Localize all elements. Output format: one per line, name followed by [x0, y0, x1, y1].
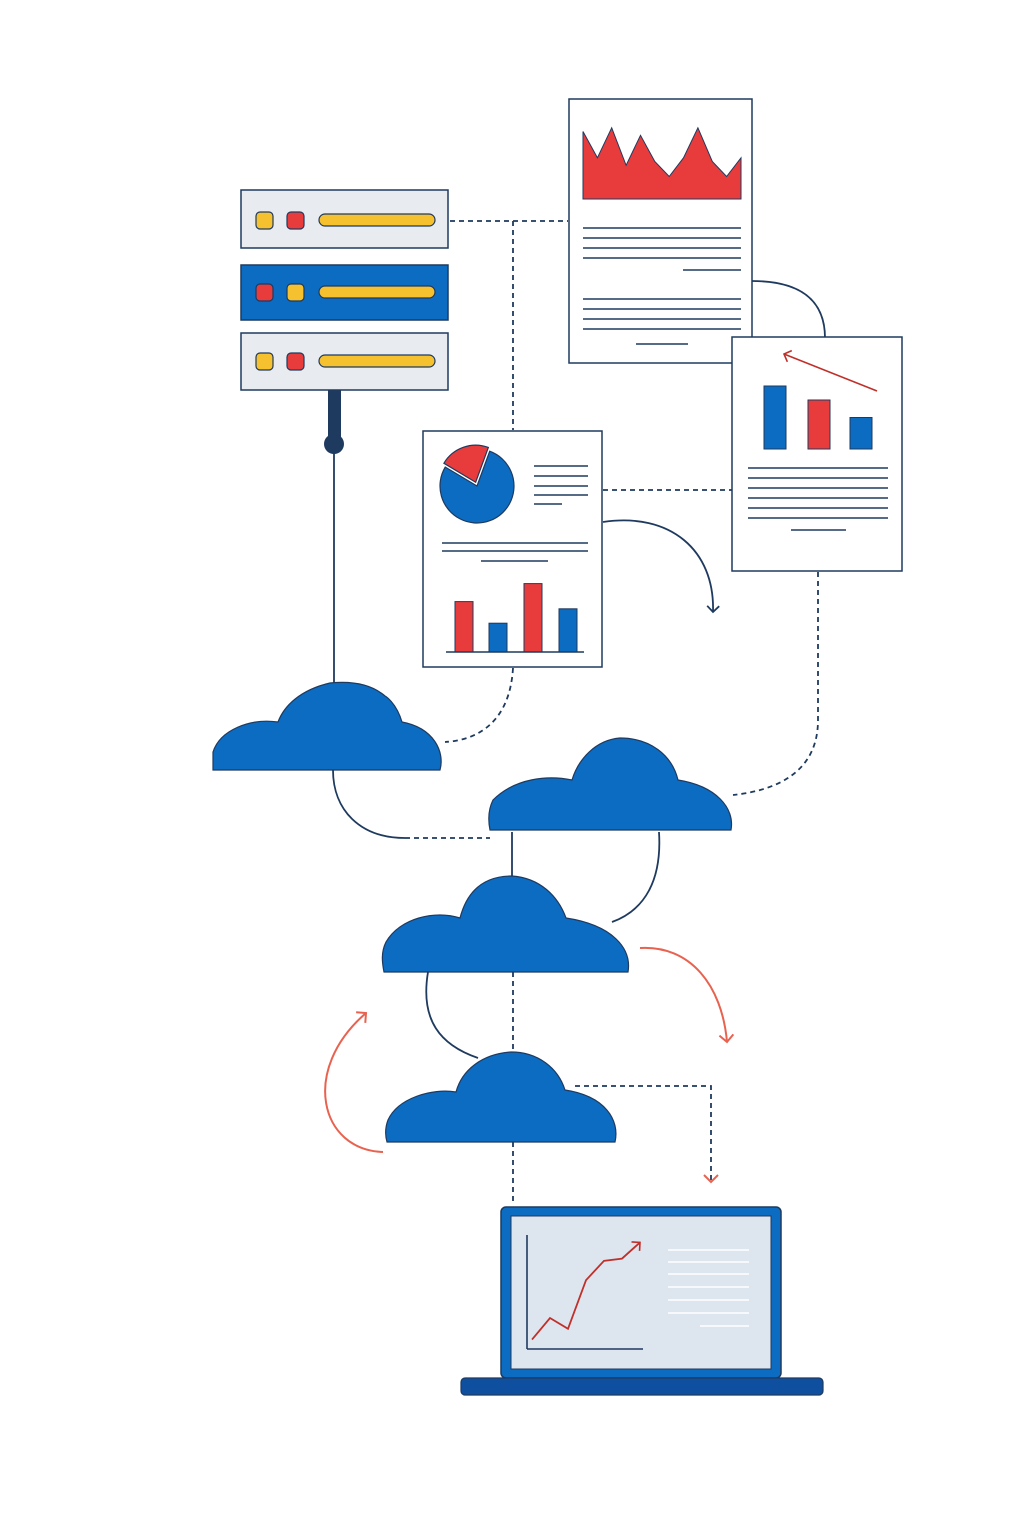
pie-chart [439, 444, 515, 524]
text-lines [442, 465, 588, 562]
connector-cloud1-to-cloud2 [332, 769, 406, 839]
connector-report-curve [751, 280, 826, 339]
small-bar [558, 608, 578, 653]
server-rack [240, 189, 449, 688]
laptop-screen [510, 1215, 772, 1370]
led-red-icon [286, 211, 305, 230]
cloud-4 [385, 1051, 617, 1143]
trend-bar [763, 385, 787, 450]
report-pie [422, 430, 603, 668]
clouds [212, 681, 733, 1143]
drive-bar [318, 285, 436, 299]
led-yellow-icon [255, 352, 274, 371]
led-red-icon [255, 283, 274, 302]
laptop-trend-line [531, 1241, 641, 1341]
text-lines [748, 467, 888, 531]
connector-cloud4-to-side [575, 1085, 719, 1184]
report-trend-bars [731, 336, 903, 572]
trend-bar-group [763, 385, 873, 450]
led-red-icon [286, 352, 305, 371]
cloud-1 [212, 681, 442, 771]
orange-arrows [324, 946, 735, 1153]
connector-cloud2-curve [611, 831, 661, 923]
trend-bar [807, 399, 831, 450]
orange-arrow-right [639, 946, 735, 1044]
laptop-text-lines [668, 1249, 749, 1327]
small-bar [488, 622, 508, 653]
pie-slice [443, 444, 490, 484]
server-unit-1 [240, 189, 449, 249]
laptop [460, 1206, 824, 1396]
drive-bar [318, 354, 436, 368]
led-yellow-icon [255, 211, 274, 230]
small-bar [523, 583, 543, 653]
area-chart [582, 126, 742, 200]
drive-bar [318, 213, 436, 227]
connector-curved-arrow [602, 519, 720, 614]
pie-slice [439, 450, 515, 524]
text-lines [583, 227, 741, 345]
cloud-2 [488, 737, 733, 831]
laptop-base [460, 1377, 824, 1396]
connector-trend-report-to-cloud2 [732, 572, 819, 796]
server-unit-2 [240, 264, 449, 321]
connector-pie-report-to-cloud1 [444, 667, 514, 743]
cloud-3 [381, 875, 630, 973]
led-yellow-icon [286, 283, 305, 302]
trend-bar [849, 417, 873, 450]
report-area-chart [568, 98, 753, 364]
connector-cloud3-to-cloud4-curve [425, 971, 479, 1059]
server-cable-plug [328, 390, 341, 438]
trend-arrow [782, 349, 878, 392]
connectors [332, 220, 826, 1205]
orange-arrow-left [324, 1011, 384, 1153]
laptop-chart [526, 1235, 643, 1350]
server-cable-node [324, 434, 344, 454]
small-bar [454, 601, 474, 653]
server-unit-3 [240, 332, 449, 391]
